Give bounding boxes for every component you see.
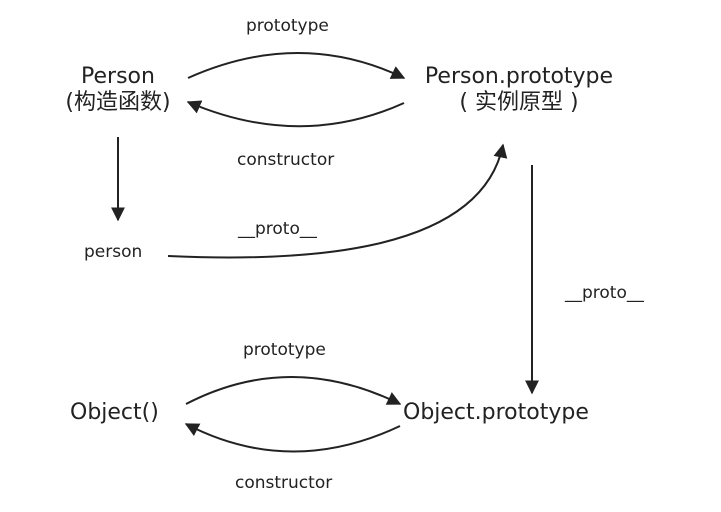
- label-constructor-top: constructor: [237, 150, 335, 170]
- node-person-constructor-subtitle: (构造函数): [65, 90, 171, 116]
- arrow-constructor-bottom: [184, 423, 401, 453]
- arrow-proto-person: [167, 143, 508, 259]
- node-object-constructor: Object(): [70, 400, 159, 425]
- node-person-constructor: Person (构造函数): [58, 64, 178, 117]
- label-constructor-bottom: constructor: [235, 473, 333, 493]
- arrow-prototype-top: [187, 52, 406, 79]
- label-prototype-top: prototype: [246, 16, 329, 36]
- node-object-prototype: Object.prototype: [403, 400, 589, 425]
- node-person-constructor-name: Person: [81, 64, 155, 89]
- node-person-prototype: Person.prototype ( 实例原型 ): [408, 64, 630, 117]
- arrow-constructor-top: [186, 100, 405, 128]
- label-prototype-bottom: prototype: [243, 340, 326, 360]
- label-proto-person: __proto__: [238, 219, 317, 239]
- node-person-prototype-name: Person.prototype: [424, 64, 614, 89]
- arrow-prototype-bottom: [185, 376, 402, 405]
- node-person-instance: person: [84, 242, 143, 262]
- node-person-prototype-subtitle: ( 实例原型 ): [459, 90, 579, 116]
- label-proto-chain: __proto__: [565, 283, 644, 303]
